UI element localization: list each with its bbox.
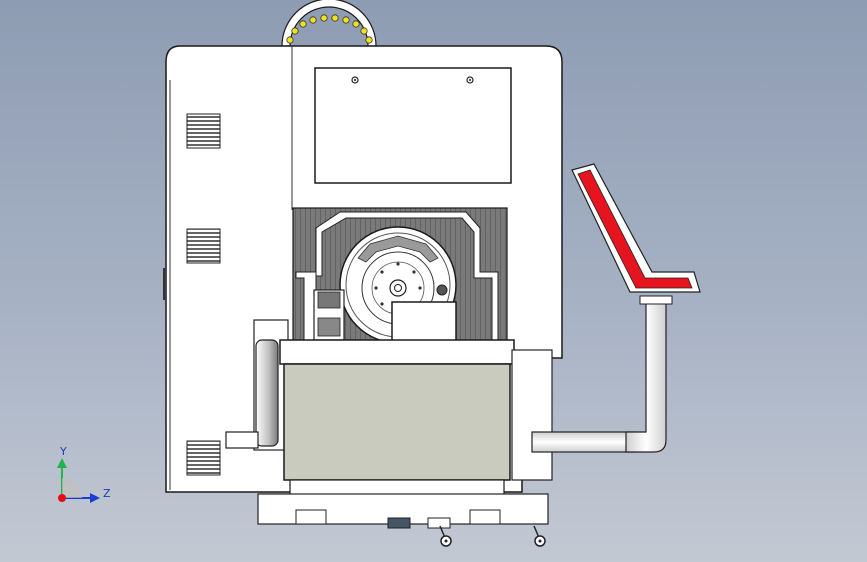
coolant-pipe [531, 295, 673, 453]
gearbox-housing [391, 301, 457, 343]
caster-wheel-right [533, 525, 546, 547]
top-access-panel [314, 67, 512, 184]
vent-grille-middle [186, 228, 221, 264]
vent-grille-bottom [186, 440, 221, 476]
servo-motor [313, 289, 345, 341]
z-axis-label: Z [103, 487, 111, 500]
y-axis-label: Y [59, 445, 67, 458]
operator-arm [571, 163, 701, 293]
machine-base [257, 493, 549, 529]
x-axis-dot [58, 494, 66, 502]
vent-grille-top [186, 113, 221, 149]
caster-wheel-left [439, 525, 452, 547]
axis-triad: Y Z [57, 445, 111, 503]
bearing-ring [281, 0, 377, 47]
